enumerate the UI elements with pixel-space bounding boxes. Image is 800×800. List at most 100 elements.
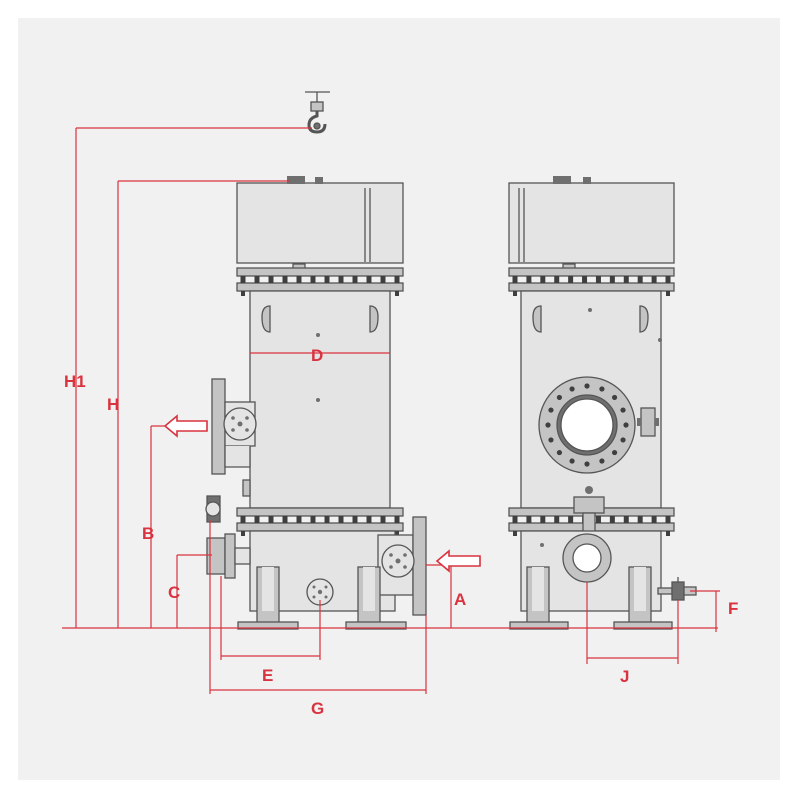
flange-bolt bbox=[554, 516, 560, 523]
label-e: E bbox=[262, 666, 273, 685]
flange-bolt bbox=[282, 276, 288, 283]
flange-bolt bbox=[609, 516, 615, 523]
ring-bolt-hole bbox=[599, 386, 605, 392]
ring-bolt-hole bbox=[548, 407, 554, 413]
ring-bolt-hole bbox=[569, 458, 575, 464]
front-top-cover bbox=[508, 182, 675, 264]
ring-bolt-hole bbox=[611, 394, 618, 401]
side-inlet-flange bbox=[412, 516, 427, 616]
front-upper-flange-top bbox=[508, 267, 675, 277]
flange-bolt bbox=[394, 276, 400, 283]
flange-bolt bbox=[366, 276, 372, 283]
flange-bolt bbox=[595, 276, 601, 283]
flange-bolt bbox=[623, 276, 629, 283]
flange-bolt bbox=[665, 276, 671, 283]
flange-bolt bbox=[254, 516, 260, 523]
flange-bolt bbox=[554, 276, 560, 283]
flange-bolt bbox=[637, 276, 643, 283]
ring-bolt-hole bbox=[556, 449, 563, 456]
flange-nut bbox=[666, 291, 670, 296]
flange-bolt bbox=[512, 516, 518, 523]
flange-bolt bbox=[540, 276, 546, 283]
inlet-arrow-icon bbox=[435, 549, 481, 573]
label-b: B bbox=[142, 524, 154, 543]
dimension-lines bbox=[62, 127, 720, 694]
label-h: H bbox=[107, 395, 119, 414]
flange-bolt bbox=[338, 276, 344, 283]
front-foot-right bbox=[613, 621, 673, 630]
flange-bolt bbox=[366, 516, 372, 523]
flange-bolt bbox=[296, 516, 302, 523]
ring-bolt-hole bbox=[623, 422, 629, 428]
side-foot-left bbox=[237, 621, 299, 630]
flange-bolt bbox=[268, 276, 274, 283]
label-h1: H1 bbox=[64, 372, 86, 391]
front-side-nozzle bbox=[640, 407, 656, 437]
front-foot-left bbox=[509, 621, 569, 630]
front-view-unit bbox=[508, 176, 697, 630]
ring-bolt-hole bbox=[611, 449, 618, 456]
flange-bolt bbox=[282, 516, 288, 523]
flange-bolt bbox=[394, 516, 400, 523]
flange-bolt bbox=[637, 516, 643, 523]
flange-bolt bbox=[380, 516, 386, 523]
flange-nut bbox=[513, 291, 517, 296]
side-top-cover bbox=[236, 182, 404, 264]
side-lower-flange-bottom bbox=[236, 522, 404, 532]
label-c: C bbox=[168, 583, 180, 602]
flange-bolt bbox=[651, 276, 657, 283]
label-g: G bbox=[311, 699, 324, 718]
flange-bolt bbox=[568, 276, 574, 283]
front-outlet-opening bbox=[560, 398, 614, 452]
ring-bolt-hole bbox=[599, 458, 605, 464]
ring-bolt-hole bbox=[548, 437, 554, 443]
flange-bolt bbox=[582, 276, 588, 283]
flange-bolt bbox=[540, 516, 546, 523]
side-top-fitting bbox=[287, 176, 305, 184]
flange-nut bbox=[395, 291, 399, 296]
flange-nut bbox=[666, 531, 670, 536]
flange-bolt bbox=[268, 516, 274, 523]
flange-bolt bbox=[651, 516, 657, 523]
flange-bolt bbox=[254, 276, 260, 283]
flange-bolt bbox=[310, 276, 316, 283]
flange-nut bbox=[241, 531, 245, 536]
ring-bolt-hole bbox=[569, 386, 575, 392]
label-a: A bbox=[454, 590, 466, 609]
flange-bolt bbox=[526, 276, 532, 283]
label-d: D bbox=[311, 346, 323, 365]
side-outlet-flange bbox=[211, 378, 226, 475]
ring-bolt-hole bbox=[545, 422, 551, 428]
label-j: J bbox=[620, 667, 629, 686]
side-upper-flange-bottom bbox=[236, 282, 404, 292]
side-view-unit bbox=[205, 176, 427, 630]
flange-nut bbox=[513, 531, 517, 536]
side-foot-right bbox=[345, 621, 407, 630]
side-shell bbox=[249, 290, 391, 509]
lifting-hook-icon bbox=[305, 91, 330, 134]
flange-bolt bbox=[338, 516, 344, 523]
front-upper-flange-bottom bbox=[508, 282, 675, 292]
flange-bolt bbox=[380, 276, 386, 283]
outlet-arrow-icon bbox=[163, 414, 208, 438]
flange-bolt bbox=[665, 516, 671, 523]
front-vent-valve bbox=[573, 496, 605, 514]
ring-bolt-hole bbox=[584, 461, 590, 467]
front-drain-valve bbox=[671, 581, 685, 601]
drawing-background bbox=[18, 18, 780, 780]
ring-bolt-hole bbox=[620, 407, 626, 413]
flange-bolt bbox=[324, 516, 330, 523]
flange-bolt bbox=[609, 276, 615, 283]
flange-bolt bbox=[512, 276, 518, 283]
flange-bolt bbox=[352, 516, 358, 523]
flange-nut bbox=[241, 291, 245, 296]
ring-bolt-hole bbox=[620, 437, 626, 443]
label-f: F bbox=[728, 599, 738, 618]
flange-bolt bbox=[324, 276, 330, 283]
side-upper-flange-top bbox=[236, 267, 404, 277]
side-lower-flange-top bbox=[236, 507, 404, 517]
flange-bolt bbox=[240, 516, 246, 523]
flange-bolt bbox=[568, 516, 574, 523]
